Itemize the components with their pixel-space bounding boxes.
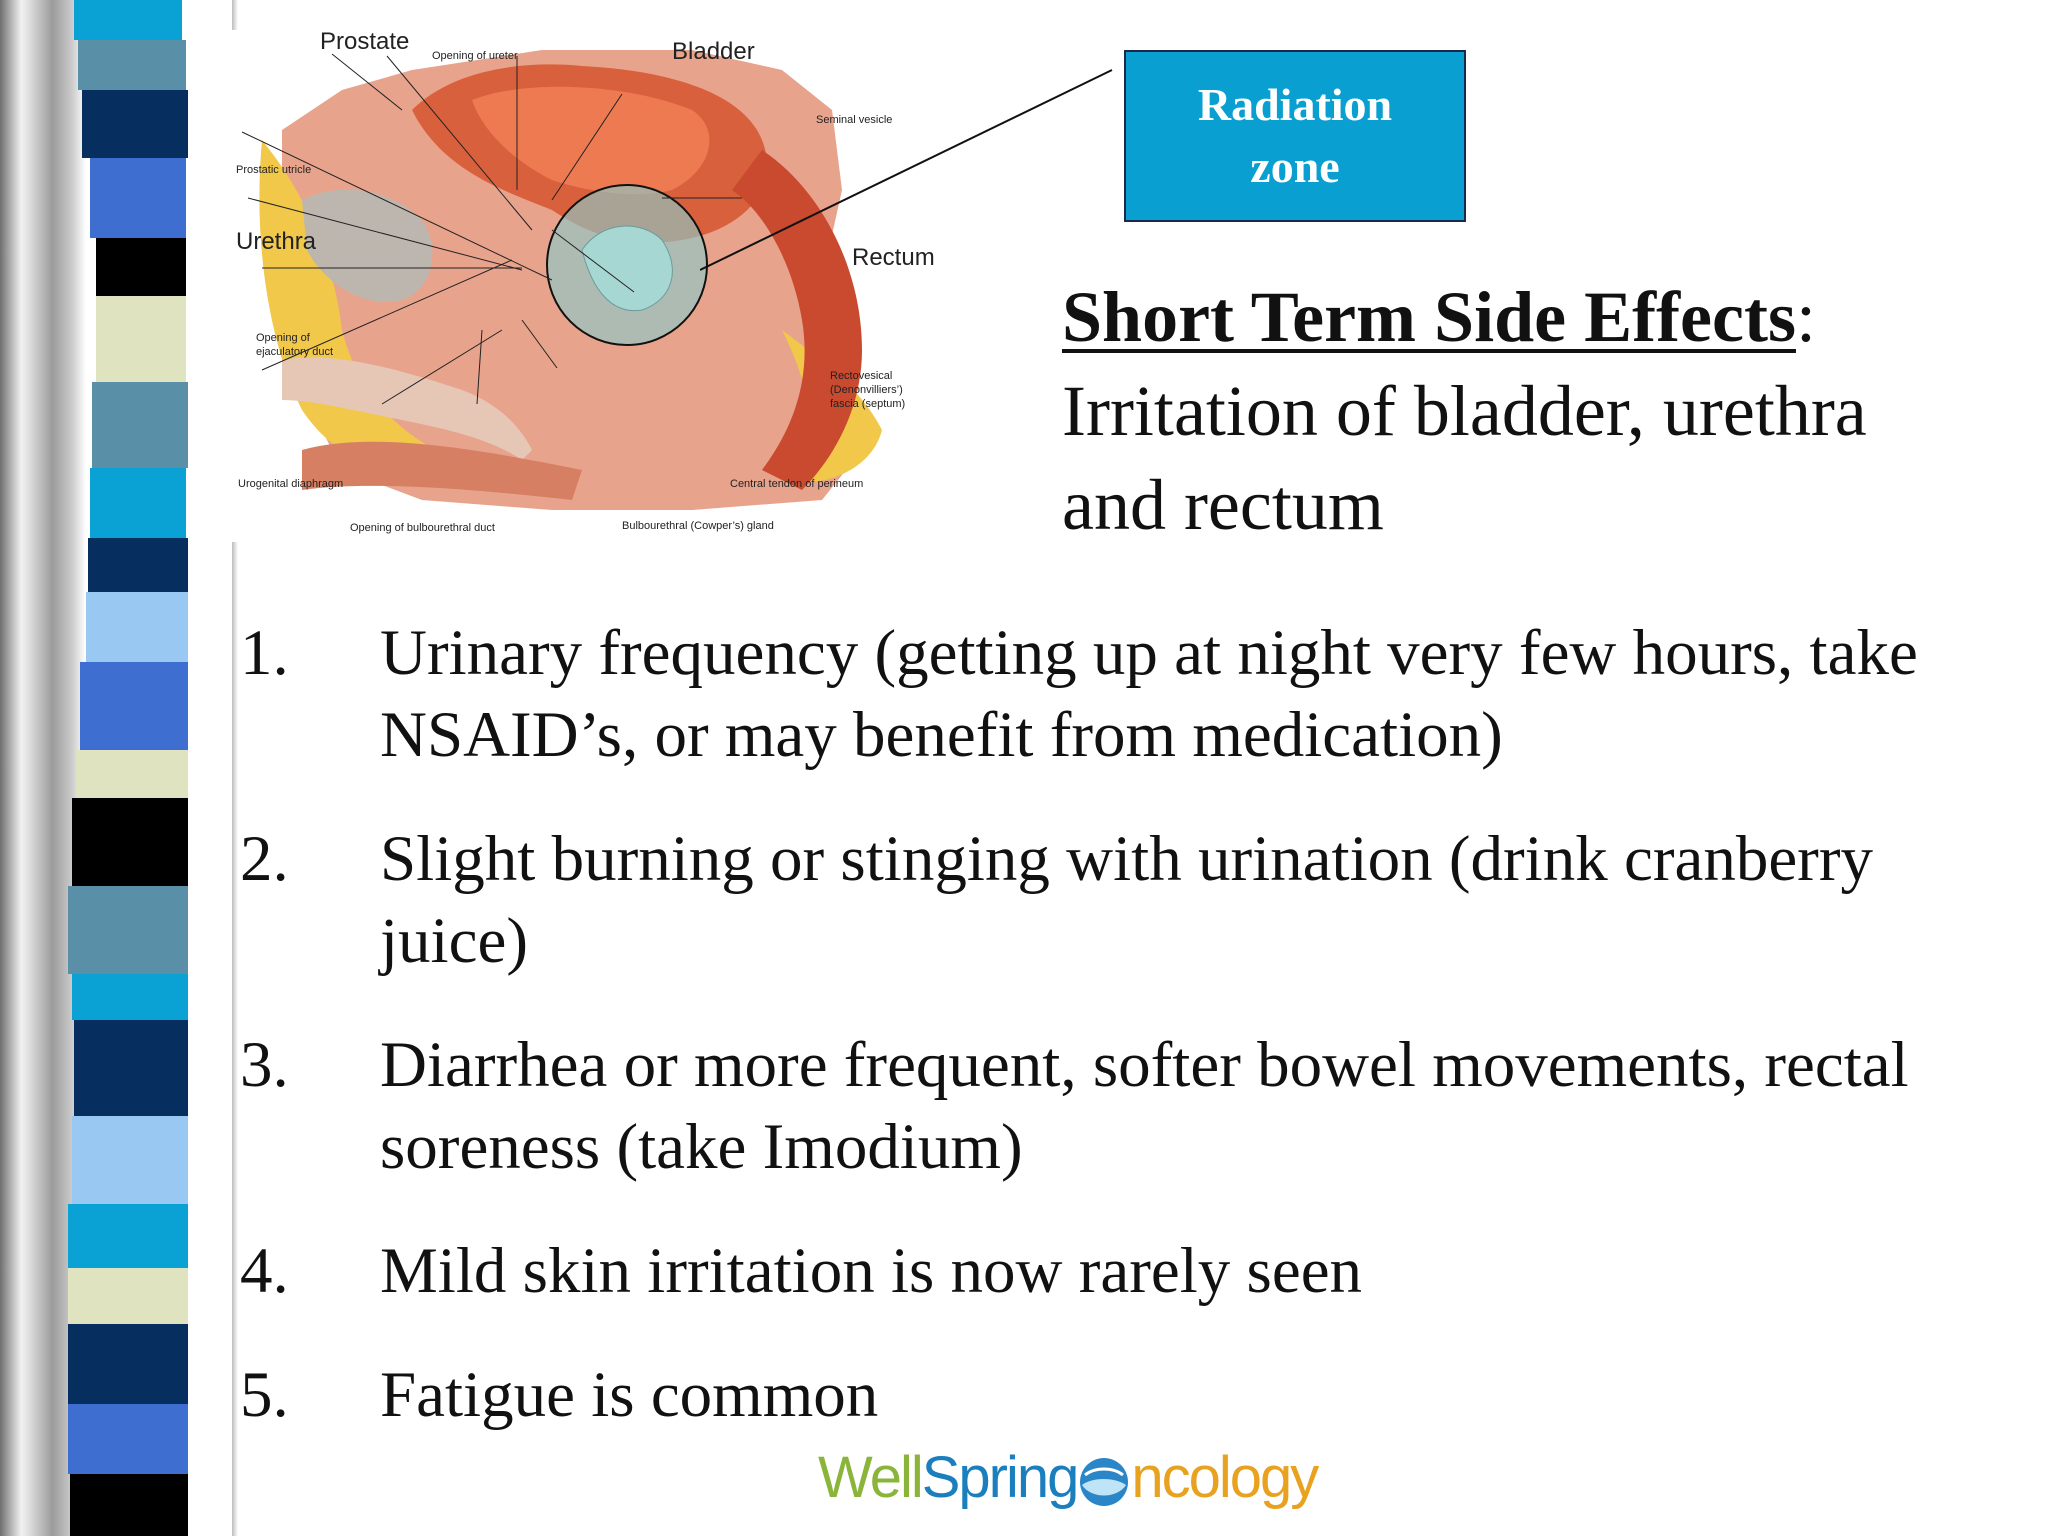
label-bladder: Bladder [672,38,755,65]
sidebar-stripe [88,538,188,592]
sidebar-stripe [74,0,182,40]
label-prostate: Prostate [320,28,410,55]
sidebar-stripe [90,158,186,238]
anatomy-illustration: Prostate Opening of ureter Bladder Semin… [222,28,962,542]
sidebar-stripe [68,1204,188,1268]
sidebar-stripe [82,90,188,158]
label-ejaculatory-duct-2: ejaculatory duct [256,346,334,358]
list-number: 4. [240,1235,289,1307]
heading-line-1: Short Term Side Effects: [1062,270,2022,364]
list-text: Slight burning or stinging with urinatio… [380,823,1873,977]
sidebar-stripe [72,798,188,886]
logo-spring: Spring [921,1445,1080,1510]
sidebar-stripe [92,382,188,468]
callout-line-2: zone [1250,141,1340,192]
side-effects-list: 1. Urinary frequency (getting up at night… [240,612,2030,1478]
list-text: Mild skin irritation is now rarely seen [380,1235,1363,1307]
list-item: 2. Slight burning or stinging with urinat… [240,818,2030,982]
sidebar-stripe [72,1116,188,1204]
list-text: Urinary frequency (getting up at night v… [380,617,1918,771]
list-item: 1. Urinary frequency (getting up at night… [240,612,2030,776]
heading-title: Short Term Side Effects [1062,277,1796,357]
leader-lines [241,53,742,405]
list-item: 4. Mild skin irritation is now rarely see… [240,1230,2030,1312]
anatomy-drawing [241,50,882,510]
list-number: 5. [240,1359,289,1431]
wellspring-oncology-logo: WellSpring ncology [818,1443,1319,1513]
label-urogenital-diaphragm: Urogenital diaphragm [238,478,344,490]
sidebar-stripe [90,468,186,538]
callout-connector [700,69,1113,271]
list-item: 5. Fatigue is common [240,1354,2030,1436]
rectum-shape [732,150,862,490]
list-number: 3. [240,1029,289,1101]
callout-line-1: Radiation [1197,79,1393,130]
heading-line-3: and rectum [1062,465,1384,545]
heading-colon: : [1795,277,1816,357]
globe-icon [1080,1457,1129,1506]
pubic-bone [302,189,433,302]
sidebar-stripe [72,974,188,1020]
sidebar-stripe [78,40,186,90]
list-text: Diarrhea or more frequent, softer bowel … [380,1029,1909,1183]
urethra-shape [282,357,532,460]
perineum-tissue [302,441,582,500]
sidebar-stripe [76,750,188,798]
radiation-zone-callout: Radiation zone [1124,50,1466,222]
sidebar-stripe [86,592,188,662]
label-rectovesical-2: (Denonvilliers’) [830,384,903,396]
list-item: 3. Diarrhea or more frequent, softer bowe… [240,1024,2030,1188]
sidebar-stripe [96,296,186,382]
label-rectovesical-1: Rectovesical [830,370,893,382]
bladder-lumen [472,86,710,195]
label-urethra: Urethra [236,228,317,255]
sidebar-stripe [68,1404,188,1474]
label-prostatic-utricle: Prostatic utricle [236,164,312,176]
sidebar-stripe [70,1474,188,1536]
sidebar-stripe [74,1020,188,1116]
label-opening-of-ureter: Opening of ureter [432,50,518,62]
label-bulbourethral-duct: Opening of bulbourethral duct [350,522,495,534]
logo-well: Well [818,1445,924,1510]
list-text: Fatigue is common [380,1359,879,1431]
sidebar-stripe [96,238,186,296]
heading-line-2: Irritation of bladder, urethra [1062,371,1867,451]
logo-ncology: ncology [1131,1445,1319,1510]
heading-block: Short Term Side Effects: Irritation of b… [1062,270,2022,552]
sidebar-stripe [68,886,188,974]
decorative-sidebar [0,0,238,1536]
label-seminal-vesicle: Seminal vesicle [816,114,893,126]
label-ejaculatory-duct-1: Opening of [256,332,310,344]
sidebar-stripe [68,1324,188,1404]
label-rectum: Rectum [852,244,935,271]
sidebar-edge [232,0,238,1536]
list-number: 1. [240,617,289,689]
label-central-tendon: Central tendon of perineum [730,478,864,490]
prostate-shape [581,225,673,312]
list-number: 2. [240,823,289,895]
label-bulbourethral-gland: Bulbourethral (Cowper’s) gland [622,520,774,532]
sidebar-stripe [68,1268,188,1324]
sidebar-stripe [80,662,188,750]
label-rectovesical-3: fascia (septum) [830,398,906,410]
